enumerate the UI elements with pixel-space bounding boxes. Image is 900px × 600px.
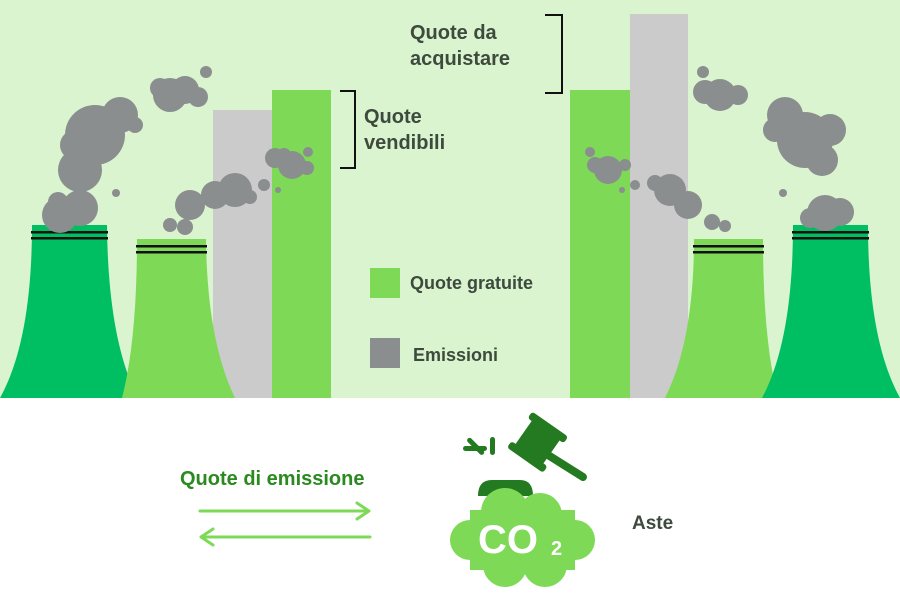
legend: Quote gratuite Emissioni: [370, 268, 533, 368]
co2-cloud-icon: CO 2: [450, 488, 595, 587]
to-buy-label-line1: Quote da: [410, 22, 498, 44]
cooling-tower-icon: [122, 239, 235, 398]
cooling-tower-icon: [665, 239, 778, 398]
to-buy-bracket: [545, 14, 563, 94]
legend-swatch-emissions: [370, 338, 400, 368]
co2-text: CO: [478, 518, 538, 562]
auctions-label: Aste: [632, 513, 673, 534]
arrow-left-icon: [199, 527, 372, 547]
left-emissions-bar: [213, 110, 273, 398]
cooling-tower-icon: [762, 225, 900, 398]
left-free-allowances-bar: [272, 90, 331, 398]
legend-emissions-label: Emissioni: [413, 345, 498, 365]
sellable-label-line2: vendibili: [364, 132, 445, 154]
gavel-icon: [463, 412, 587, 496]
cooling-tower-icon: [0, 225, 138, 398]
smoke-icon: [585, 66, 854, 232]
sellable-label-line1: Quote: [364, 106, 422, 128]
bottom-background: [0, 398, 900, 600]
right-free-allowances-bar: [570, 90, 630, 398]
allowances-label: Quote di emissione: [180, 468, 364, 490]
left-company-bars: [213, 90, 331, 398]
sellable-bracket: [340, 90, 356, 169]
legend-swatch-free: [370, 268, 400, 298]
arrow-right-icon: [198, 501, 371, 521]
to-buy-label-line2: acquistare: [410, 48, 510, 70]
smoke-icon: [42, 66, 314, 235]
legend-free-label: Quote gratuite: [410, 273, 533, 293]
co2-subscript: 2: [551, 538, 562, 560]
